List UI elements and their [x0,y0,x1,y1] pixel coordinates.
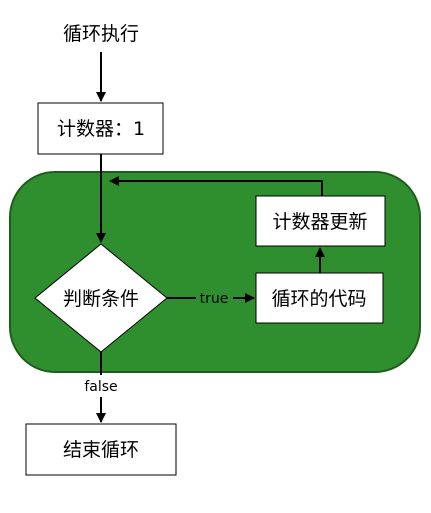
true-label: true [200,291,229,307]
false-label: false [84,379,117,395]
counter-init-box [37,102,164,155]
condition-label: 判断条件 [63,288,139,310]
loop-body-label: 循环的代码 [271,288,366,310]
counter-update-box [255,195,386,247]
loop-body-box [255,272,384,324]
end-box [25,423,177,476]
counter-update-label: 计数器更新 [272,211,367,233]
end-label: 结束循环 [63,439,139,461]
edge-update-back [109,176,323,196]
counter-init-label: 计数器：1 [57,118,145,140]
start-label: 循环执行 [63,23,139,45]
